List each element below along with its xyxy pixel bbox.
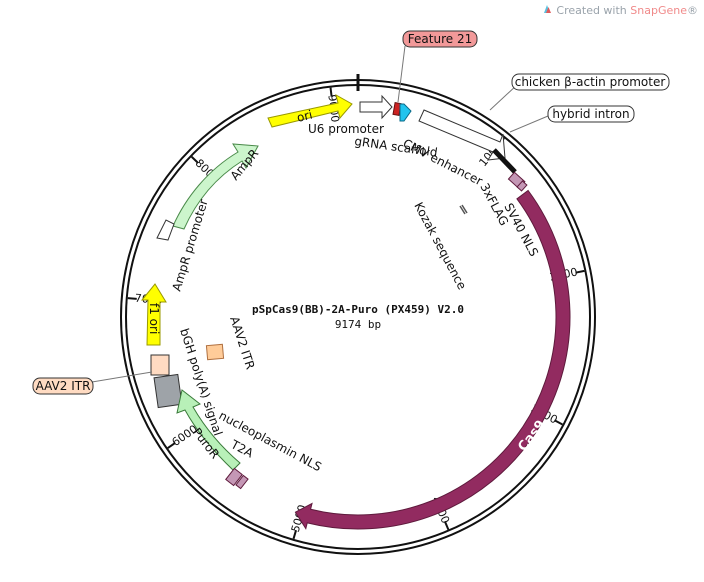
- tick-mark-5000: [292, 529, 297, 540]
- plasmid-name: pSpCas9(BB)-2A-Puro (PX459) V2.0: [252, 303, 464, 316]
- f1-ori-feature[interactable]: [140, 283, 167, 346]
- snapgene-credit: Created with SnapGene®: [542, 4, 698, 17]
- callout-chicken-actin[interactable]: chicken β-actin promoter: [511, 73, 670, 91]
- callout-feature21-text: Feature 21: [408, 32, 472, 46]
- tick-mark-3000: [554, 419, 563, 426]
- flag-feature[interactable]: [516, 180, 528, 192]
- ori-feature[interactable]: [267, 93, 353, 128]
- ampr-feature[interactable]: [172, 143, 259, 230]
- callout-aav2-itr-text: AAV2 ITR: [36, 379, 91, 393]
- ampr-promoter-feature[interactable]: [156, 219, 175, 241]
- aav2-itr-inner-feature[interactable]: [205, 343, 225, 361]
- credit-brand: SnapGene: [630, 4, 687, 17]
- cas9-feature[interactable]: [294, 189, 571, 530]
- grna-scaffold-feature[interactable]: [399, 103, 412, 122]
- callout-feature21[interactable]: Feature 21: [402, 30, 478, 48]
- tick-mark-4000: [443, 520, 450, 530]
- aav2-itr-inner-label: AAV2 ITR: [227, 315, 257, 372]
- cmv-enhancer-feature[interactable]: [418, 109, 506, 161]
- tick-mark-7000: [127, 297, 137, 300]
- tick-mark-2000: [575, 269, 585, 274]
- chicken-actin-promoter-feature[interactable]: [492, 148, 517, 174]
- backbone-outer: [120, 79, 596, 555]
- credit-suffix: ®: [687, 4, 698, 17]
- tick-mark-6000: [167, 442, 176, 449]
- cmv-enhancer-label: CMV enhancer: [401, 136, 485, 188]
- f1-ori-label: f1 ori: [147, 303, 161, 334]
- bgh-polya-feature[interactable]: [153, 373, 183, 409]
- plasmid-length: 9174 bp: [335, 318, 381, 331]
- kozak-feature[interactable]: [459, 205, 466, 215]
- t2a-feature[interactable]: [225, 467, 243, 487]
- callout-hybrid-intron-text: hybrid intron: [552, 107, 629, 121]
- ori-label: ori: [295, 108, 314, 125]
- nucleoplasmin-nls-feature[interactable]: [235, 474, 249, 490]
- kozak-label: Kozak sequence: [411, 200, 469, 292]
- aav2-itr-feature[interactable]: [150, 354, 170, 376]
- puror-feature[interactable]: [176, 389, 241, 471]
- callout-aav2-itr[interactable]: AAV2 ITR: [32, 377, 94, 395]
- tick-mark-9000: [329, 87, 333, 97]
- callout-hybrid-intron[interactable]: hybrid intron: [547, 105, 635, 123]
- credit-prefix: Created with: [556, 4, 631, 17]
- u6-promoter-label: U6 promoter: [308, 122, 384, 136]
- callout-chicken-actin-text: chicken β-actin promoter: [515, 75, 666, 89]
- u6-promoter-feature[interactable]: [359, 94, 393, 120]
- snapgene-logo-icon: [542, 4, 552, 17]
- tick-mark-8000: [190, 156, 199, 164]
- backbone-inner: [125, 84, 591, 550]
